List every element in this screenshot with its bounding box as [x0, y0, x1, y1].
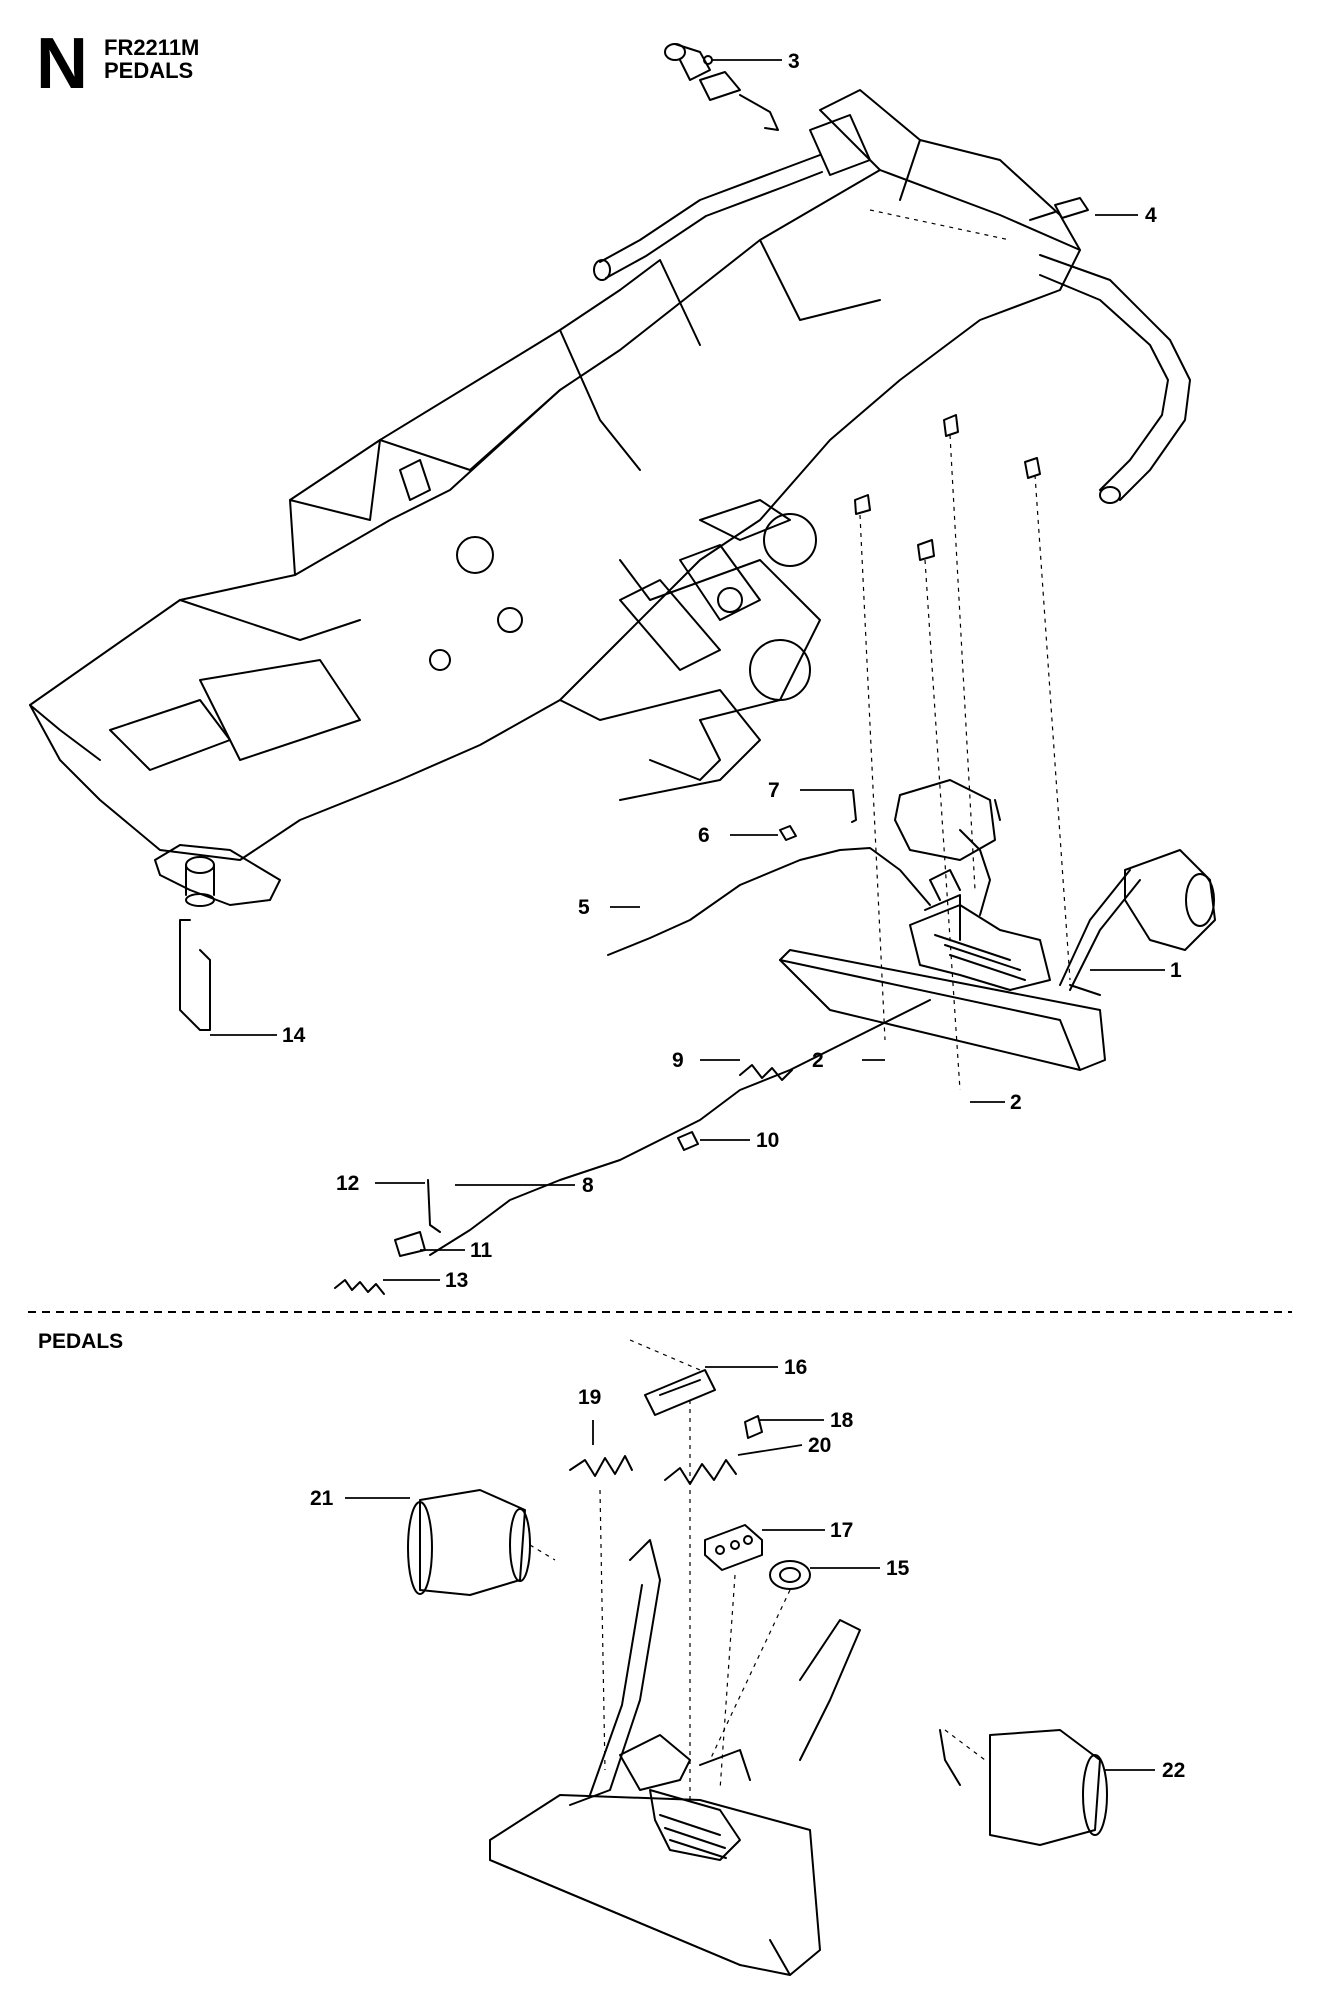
- callout-4: 4: [1145, 204, 1157, 227]
- part-15-bushing: [769, 1560, 811, 1590]
- callout-19: 19: [578, 1386, 601, 1409]
- part-11-clip: [394, 1231, 426, 1257]
- part-3-switch: [664, 43, 779, 131]
- callout-labels: 1 2 2 3 4 5 6 7 8 9 10 11 12 13 14 15 16…: [282, 50, 1185, 1782]
- handle-bars: [593, 154, 1191, 504]
- callout-14: 14: [282, 1024, 306, 1047]
- part-17-bracket: [704, 1524, 763, 1571]
- callout-5: 5: [578, 896, 590, 919]
- part-21-pad: [407, 1489, 531, 1596]
- part-18-pin: [744, 1415, 763, 1439]
- detail-pedal-base: [489, 1539, 861, 1976]
- part-4-bolt: [1029, 197, 1089, 221]
- callout-18: 18: [830, 1409, 854, 1432]
- callout-10: 10: [756, 1129, 779, 1152]
- callout-2-left: 2: [812, 1049, 824, 1072]
- part-20-spring: [664, 1459, 737, 1485]
- callout-2-right: 2: [1010, 1091, 1022, 1114]
- diagram-title: PEDALS: [104, 58, 194, 84]
- part-10-nut: [677, 1131, 699, 1151]
- diagram-header: FR2211M PEDALS: [104, 36, 199, 82]
- grommets: [854, 414, 1041, 561]
- part-7-pin: [851, 789, 857, 823]
- callout-3: 3: [788, 50, 800, 73]
- callout-13: 13: [445, 1269, 468, 1292]
- part-5-cable: [607, 847, 931, 956]
- model-number: FR2211M: [104, 35, 200, 60]
- chassis-frame: [29, 89, 1081, 861]
- part-12-pin: [427, 1179, 441, 1233]
- callout-leaders: [210, 59, 1165, 1771]
- pedal-assembly: [779, 779, 1216, 1071]
- callout-7: 7: [768, 779, 780, 802]
- section-letter: N: [36, 24, 88, 104]
- part-6-nut: [779, 825, 797, 841]
- callout-15: 15: [886, 1557, 910, 1580]
- part-22-pad: [939, 1729, 1108, 1846]
- callout-17: 17: [830, 1519, 853, 1542]
- callout-9: 9: [672, 1049, 684, 1072]
- callout-8: 8: [582, 1174, 594, 1197]
- callout-12: 12: [336, 1172, 359, 1195]
- assembly-guide-lines: [529, 209, 1071, 1800]
- callout-1: 1: [1170, 959, 1182, 982]
- callout-21: 21: [310, 1487, 334, 1510]
- part-13-spring: [334, 1279, 385, 1295]
- callout-11: 11: [470, 1239, 493, 1262]
- callout-20: 20: [808, 1434, 831, 1457]
- callout-16: 16: [784, 1356, 807, 1379]
- part-16-plate: [644, 1369, 716, 1416]
- part-8-cable: [429, 999, 931, 1256]
- callout-6: 6: [698, 824, 710, 847]
- part-9-spring: [739, 1064, 793, 1081]
- callout-22: 22: [1162, 1759, 1185, 1782]
- lower-section-title: PEDALS: [38, 1330, 124, 1353]
- part-14-wire: [179, 919, 211, 1031]
- part-19-spring: [569, 1455, 633, 1477]
- front-bracket: [154, 844, 281, 907]
